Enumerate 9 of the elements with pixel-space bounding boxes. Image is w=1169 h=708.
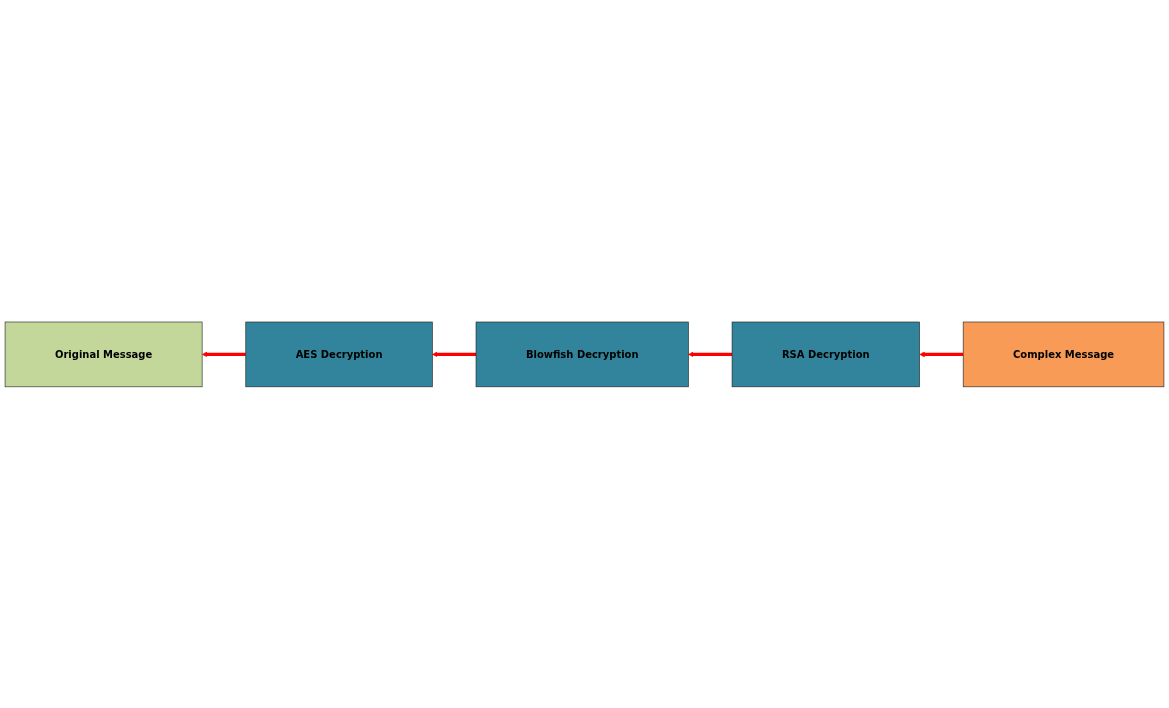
node-box: Original Message xyxy=(4,321,203,387)
node-box: Complex Message xyxy=(962,321,1165,387)
node-box: RSA Decryption xyxy=(731,321,920,387)
arrow xyxy=(432,351,476,357)
arrow xyxy=(919,351,964,357)
node-box: AES Decryption xyxy=(245,321,433,387)
node-box: Blowfish Decryption xyxy=(475,321,689,387)
arrow xyxy=(688,351,733,357)
arrow xyxy=(201,351,246,357)
